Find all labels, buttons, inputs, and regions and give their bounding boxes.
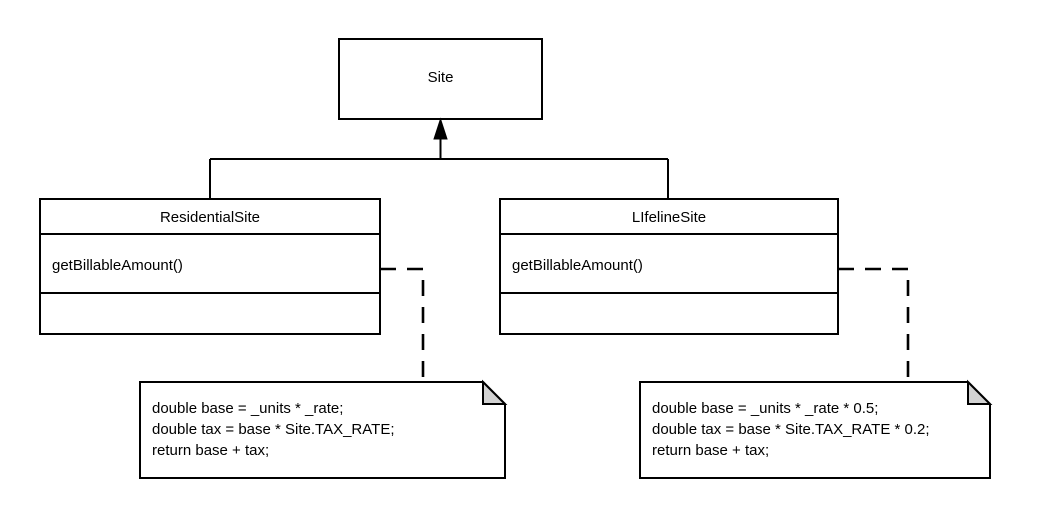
note-lifeline-line-2: return base + tax; [652,442,769,459]
class-operation-residentialsite-0: getBillableAmount() [52,257,183,274]
class-box-lifelinesite[interactable]: LIfelineSite getBillableAmount() [499,198,839,335]
class-name-lifelinesite: LIfelineSite [632,209,706,226]
note-residential-line-0: double base = _units * _rate; [152,400,343,417]
note-lifeline[interactable]: double base = _units * _rate * 0.5; doub… [639,379,993,479]
note-lifeline-line-1: double tax = base * Site.TAX_RATE * 0.2; [652,421,930,438]
note-fold-corner-icon [482,379,508,405]
generalization-arrowhead-icon [433,117,448,140]
note-lifeline-line-0: double base = _units * _rate * 0.5; [652,400,878,417]
note-fold-corner-icon [967,379,993,405]
note-residential[interactable]: double base = _units * _rate; double tax… [139,379,508,479]
note-anchor-line-residentialsite [380,267,425,383]
class-box-residentialsite[interactable]: ResidentialSite getBillableAmount() [39,198,381,335]
generalization-connector [209,117,669,199]
note-residential-line-2: return base + tax; [152,442,269,459]
class-name-residentialsite: ResidentialSite [160,209,260,226]
note-residential-line-1: double tax = base * Site.TAX_RATE; [152,421,395,438]
note-anchor-line-lifelinesite [838,267,910,383]
class-box-site[interactable]: Site [338,38,543,120]
class-name-site: Site [428,69,454,86]
class-operation-lifelinesite-0: getBillableAmount() [512,257,643,274]
